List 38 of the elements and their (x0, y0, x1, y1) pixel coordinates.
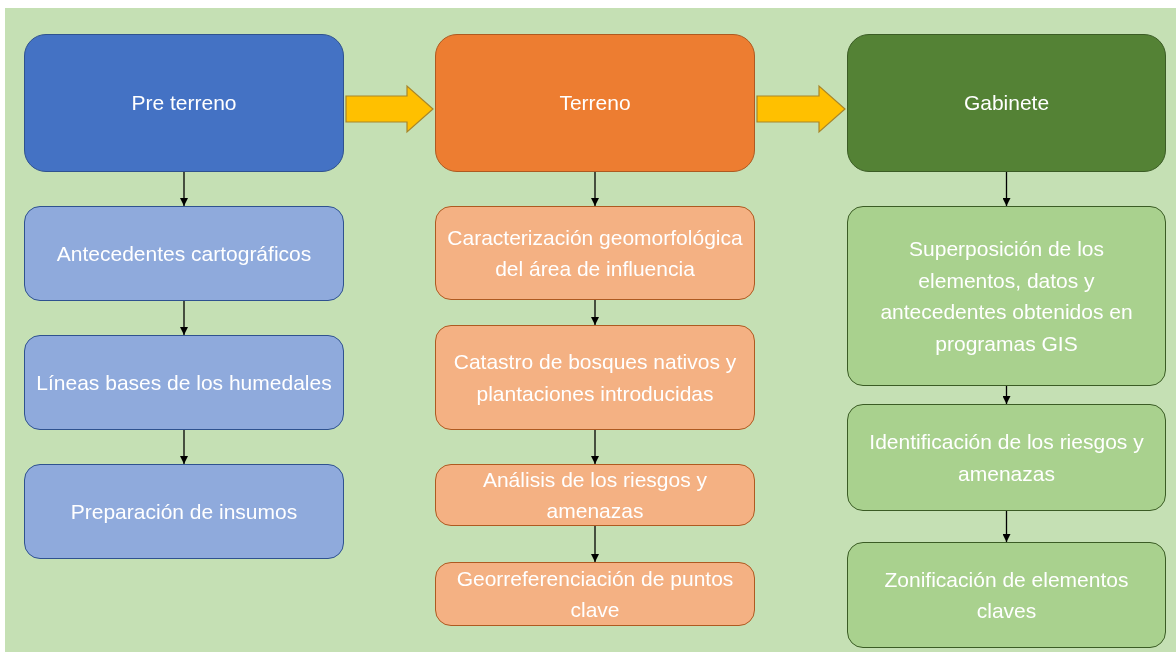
phase-title: Gabinete (963, 90, 1050, 117)
phase-title: Pre terreno (131, 90, 237, 117)
step-box (435, 562, 755, 626)
phase-box (435, 34, 755, 172)
step-text: Caracterización geomorfológica del área de influencia (446, 224, 744, 282)
step-box (435, 325, 755, 430)
arrow (591, 525, 599, 563)
step-box (435, 464, 755, 526)
arrow (1002, 385, 1011, 405)
arrow (180, 300, 188, 336)
arrow (1002, 510, 1011, 543)
step-box (847, 206, 1166, 386)
arrow (180, 171, 188, 207)
phase-box (847, 34, 1166, 172)
step-box (847, 542, 1166, 648)
step-text: Antecedentes cartográficos (56, 240, 312, 267)
step-box (847, 404, 1166, 511)
step-box (435, 206, 755, 300)
step-text: Preparación de insumos (70, 498, 298, 525)
block-arrow (345, 84, 434, 134)
arrow (591, 171, 599, 207)
step-box (24, 335, 344, 430)
step-text: Catastro de bosques nativos y plantaciones introducidas (452, 349, 738, 407)
step-box (24, 464, 344, 559)
step-text: Superposición de los elementos, datos y antecedentes obtenidos en programas GIS (879, 236, 1134, 357)
arrow (591, 429, 599, 465)
block-arrow (756, 84, 846, 134)
step-text: Análisis de los riesgos y amenazas (481, 466, 709, 524)
arrow (1002, 171, 1011, 207)
phase-title: Terreno (559, 90, 631, 117)
arrow (591, 299, 599, 326)
step-text: Zonificación de elementos claves (883, 566, 1130, 624)
step-text: Georreferenciación de puntos clave (455, 565, 735, 623)
arrow (180, 429, 188, 465)
phase-box (24, 34, 344, 172)
step-text: Identificación de los riesgos y amenazas (868, 429, 1145, 487)
step-text: Líneas bases de los humedales (36, 369, 332, 396)
step-box (24, 206, 344, 301)
